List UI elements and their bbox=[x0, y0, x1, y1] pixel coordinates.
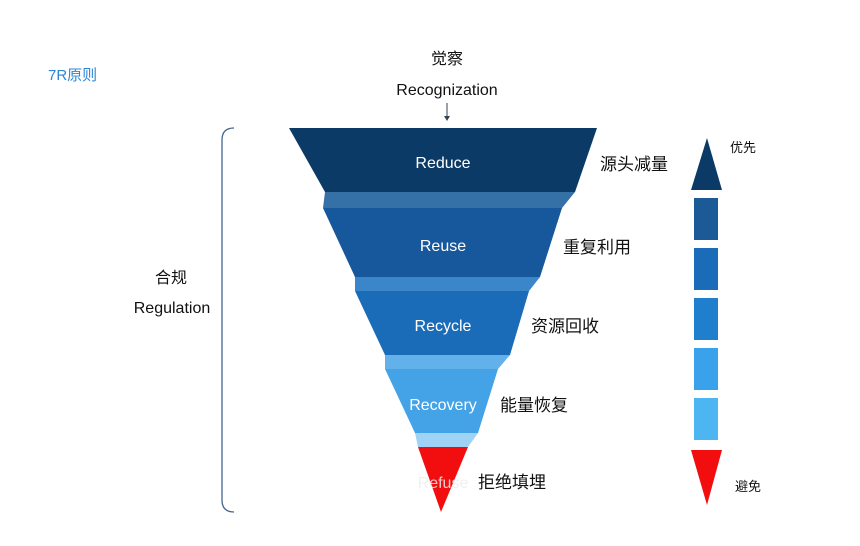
layer-label-reuse: 重复利用 bbox=[563, 238, 631, 257]
funnel-layer-reduce bbox=[289, 128, 597, 192]
left-caption-en: Regulation bbox=[134, 300, 211, 317]
scale-top-label: 优先 bbox=[730, 140, 756, 155]
funnel: Reduce Reuse Recycle Recovery Refuse 源头减… bbox=[289, 128, 668, 512]
scale-up-triangle-icon bbox=[691, 138, 722, 190]
top-caption-cn: 觉察 bbox=[431, 50, 463, 68]
funnel-layer-recovery bbox=[385, 369, 498, 433]
funnel-layer-reuse bbox=[323, 208, 562, 277]
funnel-band-2 bbox=[355, 277, 540, 291]
funnel-layer-recycle bbox=[355, 291, 529, 355]
scale-bottom-label: 避免 bbox=[735, 479, 761, 494]
layer-name-reuse: Reuse bbox=[420, 238, 466, 255]
scale-segment-2 bbox=[694, 248, 718, 290]
funnel-layer-refuse bbox=[418, 447, 468, 512]
layer-name-refuse: Refuse bbox=[418, 475, 469, 492]
down-arrow-icon bbox=[444, 103, 450, 121]
scale-segment-1 bbox=[694, 198, 718, 240]
layer-name-recycle: Recycle bbox=[415, 318, 472, 335]
layer-label-refuse: 拒绝填埋 bbox=[478, 473, 546, 492]
layer-name-recovery: Recovery bbox=[409, 397, 477, 414]
left-caption-cn: 合规 bbox=[155, 269, 187, 287]
down-arrow-head bbox=[444, 116, 450, 121]
layer-name-reduce: Reduce bbox=[415, 155, 470, 172]
scale-down-triangle-icon bbox=[691, 450, 722, 505]
priority-scale: 优先 避免 bbox=[691, 138, 761, 505]
scale-segment-4 bbox=[694, 348, 718, 390]
layer-label-reduce: 源头减量 bbox=[600, 155, 668, 174]
funnel-band-3 bbox=[385, 355, 510, 369]
scale-segment-3 bbox=[694, 298, 718, 340]
layer-label-recovery: 能量恢复 bbox=[500, 396, 568, 415]
layer-label-recycle: 资源回收 bbox=[531, 317, 599, 336]
scale-segment-5 bbox=[694, 398, 718, 440]
diagram-title: 7R原则 bbox=[48, 67, 97, 84]
funnel-band-4 bbox=[415, 433, 478, 447]
regulation-bracket bbox=[221, 127, 235, 513]
funnel-band-1 bbox=[323, 192, 575, 208]
top-caption-en: Recognization bbox=[396, 82, 497, 99]
